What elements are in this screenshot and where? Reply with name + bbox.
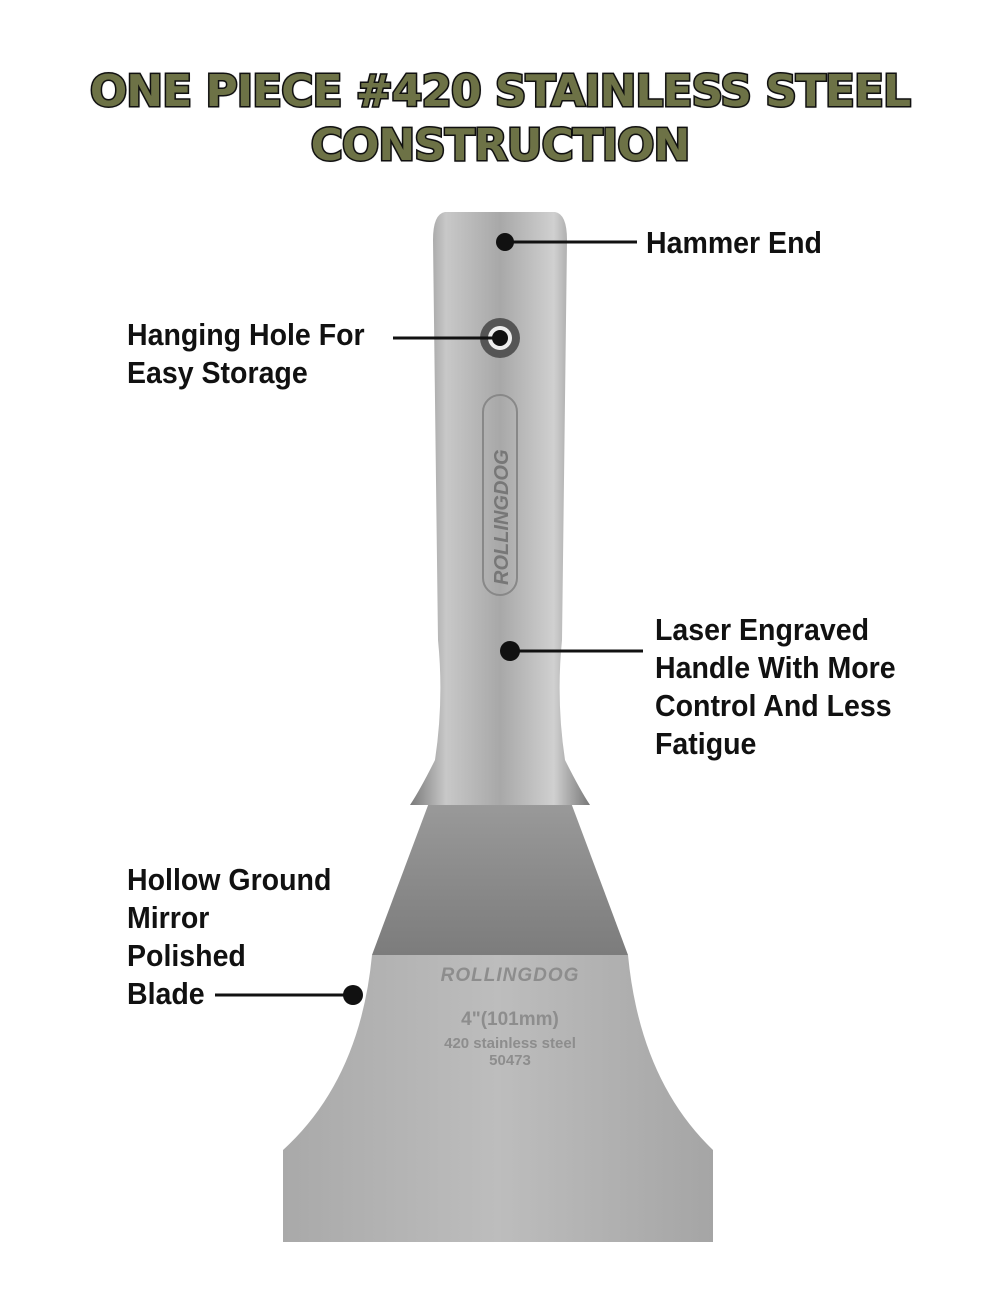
handle [410,212,590,805]
handle-brand-engraving: ROLLINGDOG [491,449,513,585]
blade-brand: ROLLINGDOG [440,965,580,986]
title-line-2: CONSTRUCTION [309,119,692,173]
blade-size: 4"(101mm) [461,1009,559,1030]
callout-handle: Laser Engraved Handle With More Control … [655,611,896,763]
callout-line: Control And Less [655,688,892,723]
callout-blade: Hollow Ground Mirror Polished Blade [127,861,331,1013]
callout-line: Easy Storage [127,355,308,390]
blade-lower [283,955,713,1242]
callout-hanging-hole: Hanging Hole For Easy Storage [127,316,365,392]
blade-upper [372,800,628,955]
callout-line: Polished [127,938,246,973]
blade-material: 420 stainless steel [444,1035,576,1052]
callout-line: Fatigue [655,726,757,761]
callout-line: Blade [127,976,205,1011]
blade-engraving: ROLLINGDOG 4"(101mm) 420 stainless steel… [400,965,620,1069]
callout-line: Laser Engraved [655,612,870,647]
callout-line: Handle With More [655,650,896,685]
title-line-1: ONE PIECE #420 STAINLESS STEEL [88,65,912,119]
callout-line: Hollow Ground [127,862,332,897]
callout-hammer-end: Hammer End [646,225,822,260]
callout-line: Hanging Hole For [127,317,365,352]
blade-model: 50473 [489,1052,531,1069]
callout-line: Mirror [127,900,210,935]
